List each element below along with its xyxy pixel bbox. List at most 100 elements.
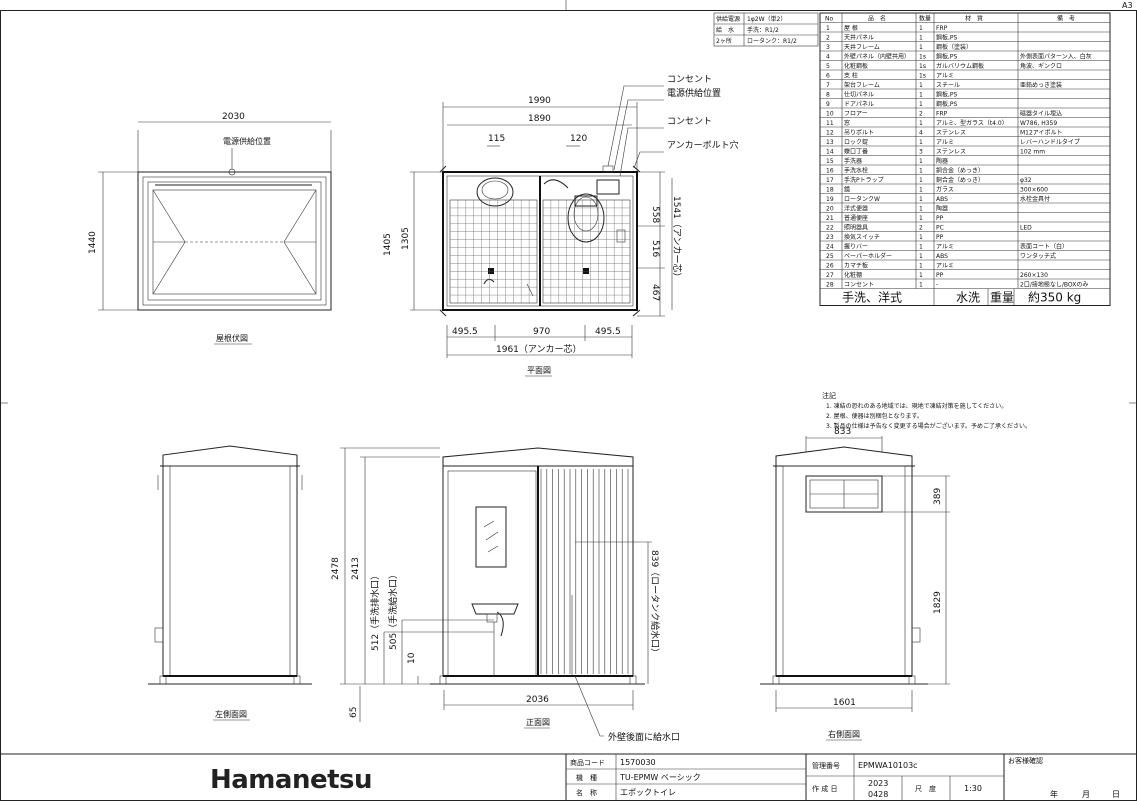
parts-cell-17-3: 銅合金（めっき） [936,176,984,184]
parts-cell-9-0: 9 [826,101,830,108]
front-drain-height: 512（手洗排水口） [369,571,381,651]
parts-cell-27-3: PP [936,272,944,279]
parts-cell-10-1: フロアー [844,111,868,118]
parts-cell-26-3: アルミ [936,263,954,270]
plan-dim-558: 558 [650,206,660,223]
spec-key-2: 給 水 [716,26,734,34]
date-label: 作 成 日 [812,784,837,793]
parts-cell-28-4: 2口/接地極なし/BOXのみ [1020,281,1088,289]
notes-title: 注記 [822,391,836,400]
callout-power-position: 電源供給位置 [667,87,721,99]
date-month-day: 0428 [868,790,888,799]
right-dim-389: 389 [933,488,943,505]
front-height-2478: 2478 [331,557,341,580]
parts-cell-17-2: 1 [919,177,923,184]
parts-cell-22-0: 22 [826,225,834,232]
parts-cell-16-1: 手洗水栓 [844,167,868,175]
parts-cell-8-2: 1 [919,92,923,99]
summary-type: 手洗、洋式 [842,290,902,305]
date-year: 2023 [868,779,888,788]
parts-cell-8-1: 仕切パネル [844,91,874,99]
customer-confirm-label: お客様確認 [1008,756,1043,765]
parts-cell-4-4: 外側表面パターン入、白灰 [1020,53,1092,61]
parts-cell-12-1: 吊りボルト [844,129,874,137]
parts-cell-12-0: 12 [826,130,834,137]
parts-cell-4-3: 鋼板,PS [936,53,958,61]
parts-cell-7-4: 亜鉛めっき塗装 [1020,81,1062,89]
note-1: 1. 凍結の恐れのある地域では、現地で凍結対策を施してください。 [826,402,1007,410]
parts-cell-28-0: 28 [826,282,834,289]
parts-cell-27-0: 27 [826,272,834,279]
parts-cell-2-2: 1 [919,35,923,42]
parts-cell-12-3: ステンレス [936,130,966,137]
roof-width-dim: 2030 [222,112,245,122]
parts-cell-24-0: 24 [826,244,834,251]
parts-cell-26-2: 1 [919,263,923,270]
parts-cell-12-4: M12アイボルト [1020,129,1063,137]
plan-anchor-depth: 1541（アンカー芯） [671,196,683,282]
parts-cell-20-0: 20 [826,206,834,213]
parts-cell-9-1: ドアパネル [844,101,874,108]
parts-cell-11-4: W786, H359 [1020,120,1057,127]
parts-cell-7-0: 7 [826,82,830,89]
year-mark: 年 [1050,789,1058,799]
parts-cell-21-2: 1 [919,215,923,222]
rear-supply-callout: 外壁後面に給水口 [608,731,680,743]
parts-cell-5-2: 1s [919,63,926,70]
parts-cell-26-0: 26 [826,263,834,270]
scale-label: 尺 度 [915,784,936,793]
parts-cell-5-1: 化粧鋼板 [844,62,868,70]
roof-plan-view: 2030 1440 電源供給位置 屋根伏図 [88,112,332,345]
parts-cell-22-4: LED [1020,225,1032,232]
parts-cell-17-4: φ32 [1020,177,1032,184]
callout-outlet-2: コンセント [667,116,712,127]
parts-cell-15-2: 1 [919,158,923,165]
mgmt-label: 管理番号 [812,761,840,770]
right-depth-dim: 1601 [833,698,856,708]
parts-header-2: 数量 [919,15,931,23]
right-side-view: 833 389 1829 1601 右側面図 [760,427,950,741]
summary-flush: 水洗 [956,291,980,305]
roof-caption: 屋根伏図 [216,333,248,343]
parts-cell-20-2: 1 [919,206,923,213]
parts-cell-6-3: アルミ [936,73,954,80]
parts-cell-16-3: 銅合金（めっき） [936,167,984,175]
brand-logo: Hamanetsu [210,765,372,795]
parts-cell-23-0: 23 [826,234,834,241]
right-width-dim: 833 [834,427,851,437]
plan-dim-467: 467 [650,284,660,301]
plan-dim-516: 516 [650,240,660,257]
parts-cell-23-3: PP [936,234,944,241]
parts-cell-3-3: 鋼板（塗装） [936,43,972,51]
parts-cell-10-4: 磁器タイル埋込 [1020,110,1062,118]
parts-cell-6-1: 支 柱 [844,72,858,80]
parts-cell-12-2: 4 [919,130,923,137]
spec-val-3: ロータンク：R1/2 [747,37,797,45]
parts-cell-22-2: 2 [919,225,923,232]
parts-cell-1-1: 屋 根 [844,24,858,32]
parts-cell-10-3: FRP [936,111,948,118]
plan-depth-inner: 1305 [401,227,411,250]
parts-cell-24-1: 握りバー [844,243,868,251]
parts-cell-20-1: 洋式便器 [844,205,868,213]
parts-cell-11-0: 11 [826,120,834,127]
summary-weight-value: 約350 kg [1028,290,1081,305]
parts-cell-6-0: 6 [826,73,830,80]
sheet-size-label: A3 [1122,1,1133,10]
left-side-caption: 左側面図 [215,709,247,719]
spec-key-3: 2ヶ所 [716,37,732,45]
parts-cell-24-4: 表面コート（白） [1020,243,1068,251]
note-2: 2. 屋根、便器は別梱包となります。 [826,412,923,420]
parts-cell-14-4: 102 mm [1020,149,1045,156]
parts-cell-14-3: ステンレス [936,149,966,156]
parts-header-0: No [825,16,833,23]
parts-cell-13-0: 13 [826,139,834,146]
plan-dim-120: 120 [570,134,587,144]
parts-cell-27-2: 1 [919,272,923,279]
parts-cell-28-1: コンセント [844,282,874,289]
parts-header-1: 品 名 [868,15,886,23]
parts-cell-13-3: アルミ [936,139,954,146]
parts-cell-7-1: 架台フレーム [844,81,880,89]
parts-cell-23-1: 換気スイッチ [844,233,880,241]
parts-cell-3-2: 1 [919,44,923,51]
